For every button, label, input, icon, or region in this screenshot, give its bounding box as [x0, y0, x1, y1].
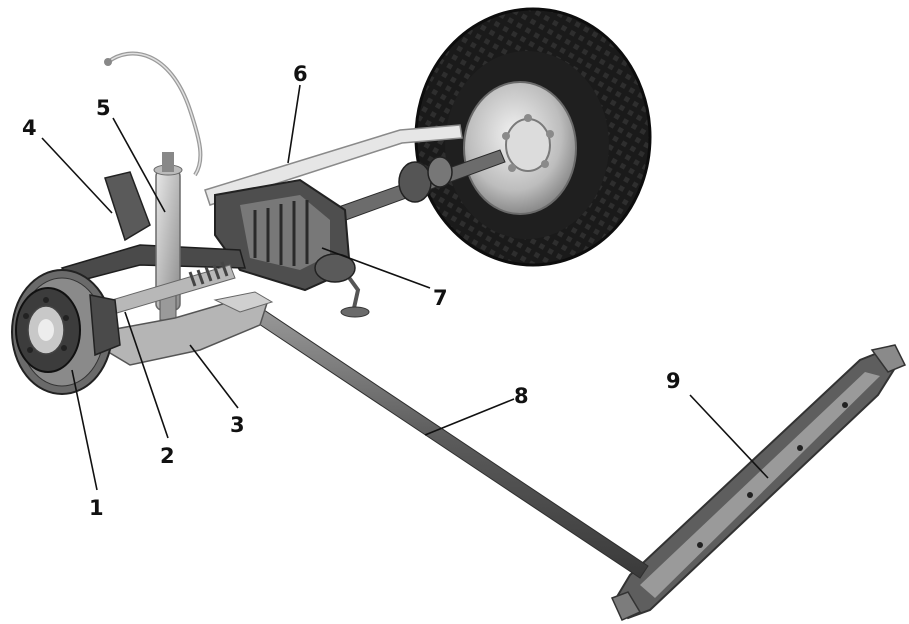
callout-8: 8 — [514, 384, 529, 408]
lower-control-arm — [104, 295, 269, 366]
leader-line-6 — [287, 84, 301, 164]
brake-disc-assembly — [11, 269, 121, 395]
callout-4: 4 — [22, 116, 37, 140]
road-wheel — [414, 7, 652, 267]
cv-boot — [398, 156, 453, 203]
wheel-lug-nuts — [502, 114, 554, 172]
leader-line-1 — [71, 369, 98, 491]
cross-member — [610, 344, 907, 621]
callout-1: 1 — [89, 496, 104, 520]
callout-7: 7 — [433, 286, 448, 310]
leader-lines — [41, 84, 769, 491]
callout-5: 5 — [96, 96, 111, 120]
callout-9: 9 — [666, 369, 681, 393]
differential — [214, 178, 370, 318]
callout-2: 2 — [160, 444, 175, 468]
leader-line-2 — [124, 311, 169, 439]
leader-line-9 — [689, 394, 769, 479]
callout-3: 3 — [230, 413, 245, 437]
callout-6: 6 — [293, 62, 308, 86]
leader-line-5 — [112, 117, 166, 213]
leader-line-3 — [189, 344, 239, 409]
leader-line-7 — [321, 247, 431, 289]
callout-labels: 1 2 3 4 5 6 7 8 9 — [22, 62, 681, 520]
leader-line-4 — [41, 137, 113, 214]
leader-line-8 — [424, 398, 515, 436]
